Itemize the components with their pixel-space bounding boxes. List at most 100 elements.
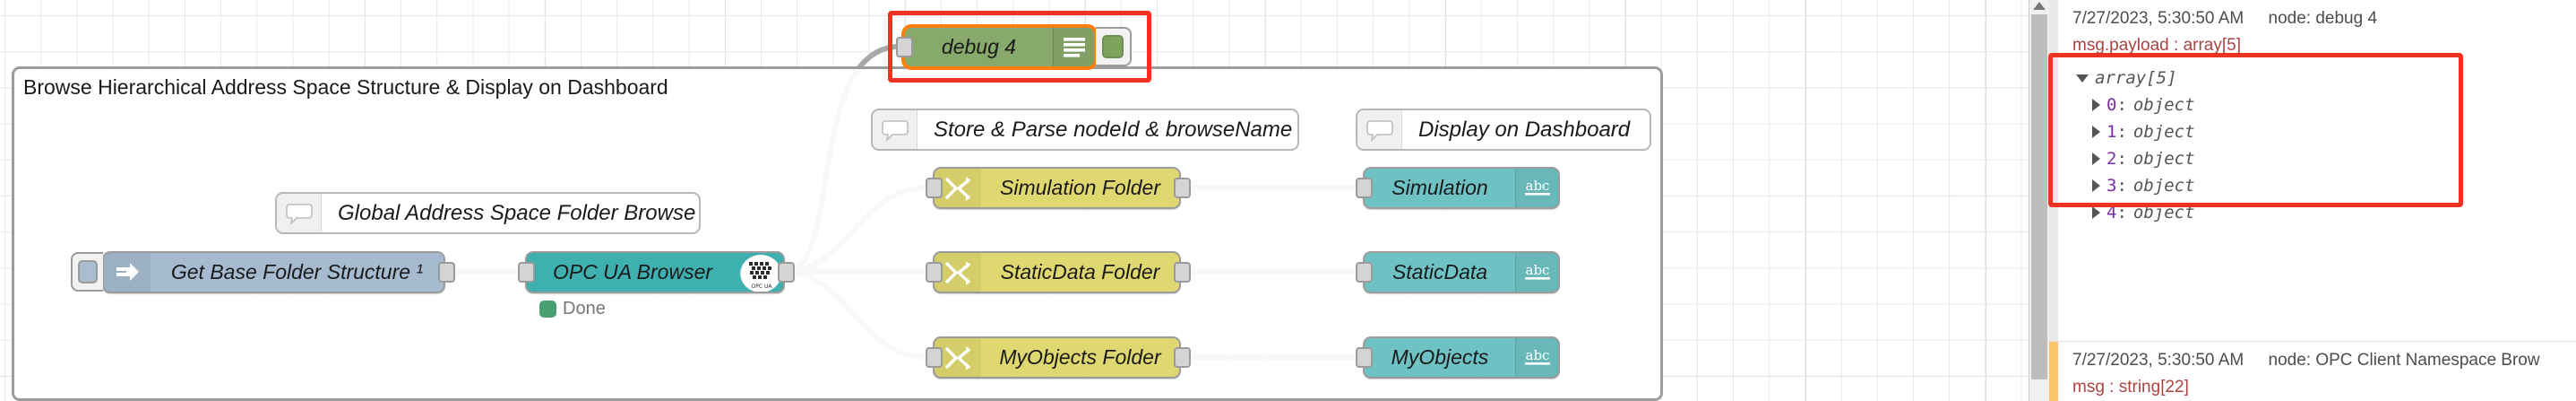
comment-label: Store & Parse nodeId & browseName <box>934 117 1293 142</box>
output-port-myobjects-folder[interactable] <box>1174 347 1191 368</box>
message-side-stripe <box>2049 0 2058 341</box>
tree-row[interactable]: 2 : object <box>2072 145 2565 172</box>
input-port-simulation-folder[interactable] <box>926 178 943 198</box>
input-port-myobjects-folder[interactable] <box>926 347 943 368</box>
input-port-ui-simulation[interactable] <box>1356 178 1373 198</box>
svg-text:abc: abc <box>1525 178 1549 194</box>
message-payload-tree[interactable]: array[5] 0 : object 1 : object <box>2072 65 2565 226</box>
abc-icon: abc <box>1515 253 1558 292</box>
tree-row[interactable]: 0 : object <box>2072 92 2565 118</box>
debug-sidebar: 7/27/2023, 5:30:50 AM node: debug 4 msg.… <box>2029 0 2576 401</box>
tree-row[interactable]: 4 : object <box>2072 199 2565 226</box>
node-label: OPC UA Browser <box>552 260 713 283</box>
group-title: Browse Hierarchical Address Space Struct… <box>23 75 668 99</box>
node-label: debug 4 <box>941 35 1017 58</box>
output-port-simulation-folder[interactable] <box>1174 178 1191 198</box>
tree-colon: : <box>2116 122 2127 142</box>
message-header: 7/27/2023, 5:30:50 AM node: debug 4 <box>2072 9 2565 36</box>
svg-text:OPC UA: OPC UA <box>751 283 772 290</box>
comment-node-store-parse[interactable]: Store & Parse nodeId & browseName <box>871 109 1299 151</box>
caret-right-icon[interactable] <box>2092 153 2100 165</box>
comment-icon <box>873 110 918 149</box>
tree-colon: : <box>2116 176 2127 196</box>
abc-icon: abc <box>1515 338 1558 377</box>
sidebar-scrollbar[interactable] <box>2029 0 2049 401</box>
input-port-debug-4[interactable] <box>896 37 913 57</box>
input-port-staticdata-folder[interactable] <box>926 262 943 283</box>
inject-trigger-button[interactable] <box>71 252 103 292</box>
comment-icon <box>277 194 322 232</box>
status-label: Done <box>563 299 606 318</box>
scroll-up-arrow-icon[interactable] <box>2033 2 2046 10</box>
tree-row[interactable]: 1 : object <box>2072 118 2565 145</box>
inject-arrow-icon <box>104 253 151 292</box>
caret-right-icon[interactable] <box>2092 126 2100 138</box>
flow-canvas[interactable]: Browse Hierarchical Address Space Struct… <box>0 0 2029 401</box>
message-topic: msg.payload : array[5] <box>2072 36 2241 55</box>
caret-right-icon[interactable] <box>2092 179 2100 192</box>
caret-right-icon[interactable] <box>2092 99 2100 111</box>
message-header: 7/27/2023, 5:30:50 AM node: OPC Client N… <box>2072 351 2565 378</box>
switch-icon <box>935 253 981 292</box>
svg-text:abc: abc <box>1525 347 1549 363</box>
tree-item-value: object <box>2132 122 2195 142</box>
tree-item-value: object <box>2132 203 2195 222</box>
node-opc-ua-browser[interactable]: OPC UA Browser OPC UA <box>525 251 785 293</box>
scrollbar-thumb[interactable] <box>2031 14 2047 379</box>
caret-right-icon[interactable] <box>2092 206 2100 219</box>
tree-row-root[interactable]: array[5] <box>2072 65 2565 92</box>
tree-item-key: 2 <box>2106 149 2117 169</box>
message-topic: msg : string[22] <box>2072 378 2189 397</box>
caret-down-icon[interactable] <box>2076 74 2089 83</box>
output-port-staticdata-folder[interactable] <box>1174 262 1191 283</box>
node-status-opcua: Done <box>539 299 606 319</box>
opc-ua-icon: OPC UA <box>740 255 781 292</box>
comment-node-display-dashboard[interactable]: Display on Dashboard <box>1356 109 1651 151</box>
input-port-ui-myobjects[interactable] <box>1356 347 1373 368</box>
output-port-opcua[interactable] <box>778 262 795 283</box>
debug-message[interactable]: 7/27/2023, 5:30:50 AM node: OPC Client N… <box>2049 342 2576 401</box>
node-label: MyObjects <box>1391 345 1489 369</box>
message-timestamp: 7/27/2023, 5:30:50 AM <box>2072 351 2244 370</box>
node-switch-staticdata-folder[interactable]: StaticData Folder <box>933 251 1181 293</box>
tree-colon: : <box>2116 203 2127 222</box>
node-inject-get-base-folder-structure[interactable]: Get Base Folder Structure ¹ <box>102 251 445 293</box>
debug-message-list[interactable]: 7/27/2023, 5:30:50 AM node: debug 4 msg.… <box>2049 0 2576 401</box>
node-switch-myobjects-folder[interactable]: MyObjects Folder <box>933 336 1181 379</box>
tree-item-key: 3 <box>2106 176 2117 196</box>
node-label: Simulation Folder <box>1000 176 1160 199</box>
input-port-opcua[interactable] <box>518 262 535 283</box>
output-port-inject[interactable] <box>438 262 455 283</box>
debug-lines-icon <box>1053 28 1094 66</box>
comment-label: Display on Dashboard <box>1418 117 1631 142</box>
tree-item-value: object <box>2132 95 2195 115</box>
svg-text:abc: abc <box>1525 262 1549 278</box>
comment-icon <box>1357 110 1402 149</box>
tree-item-value: object <box>2132 176 2195 196</box>
abc-icon: abc <box>1515 169 1558 207</box>
node-ui-text-simulation[interactable]: Simulation abc <box>1363 167 1560 209</box>
node-debug-4[interactable]: debug 4 <box>901 24 1098 70</box>
tree-item-key: 4 <box>2106 203 2117 222</box>
node-label: StaticData Folder <box>1000 260 1160 283</box>
tree-row[interactable]: 3 : object <box>2072 172 2565 199</box>
status-dot <box>539 301 556 318</box>
debug-enable-button[interactable] <box>1096 27 1132 66</box>
input-port-ui-staticdata[interactable] <box>1356 262 1373 283</box>
node-ui-text-myobjects[interactable]: MyObjects abc <box>1363 336 1560 379</box>
message-timestamp: 7/27/2023, 5:30:50 AM <box>2072 9 2244 28</box>
tree-item-key: 0 <box>2106 95 2117 115</box>
debug-message[interactable]: 7/27/2023, 5:30:50 AM node: debug 4 msg.… <box>2049 0 2576 342</box>
tree-item-value: object <box>2132 149 2195 169</box>
node-ui-text-staticdata[interactable]: StaticData abc <box>1363 251 1560 293</box>
node-switch-simulation-folder[interactable]: Simulation Folder <box>933 167 1181 209</box>
message-side-stripe <box>2049 342 2058 401</box>
message-node-name: node: OPC Client Namespace Brow <box>2268 351 2540 370</box>
tree-root-label: array[5] <box>2095 68 2177 88</box>
node-label: MyObjects Folder <box>999 345 1161 369</box>
tree-colon: : <box>2116 149 2127 169</box>
node-label: Simulation <box>1391 176 1488 199</box>
message-node-name: node: debug 4 <box>2268 9 2378 28</box>
comment-node-global-browse[interactable]: Global Address Space Folder Browse <box>275 192 701 234</box>
